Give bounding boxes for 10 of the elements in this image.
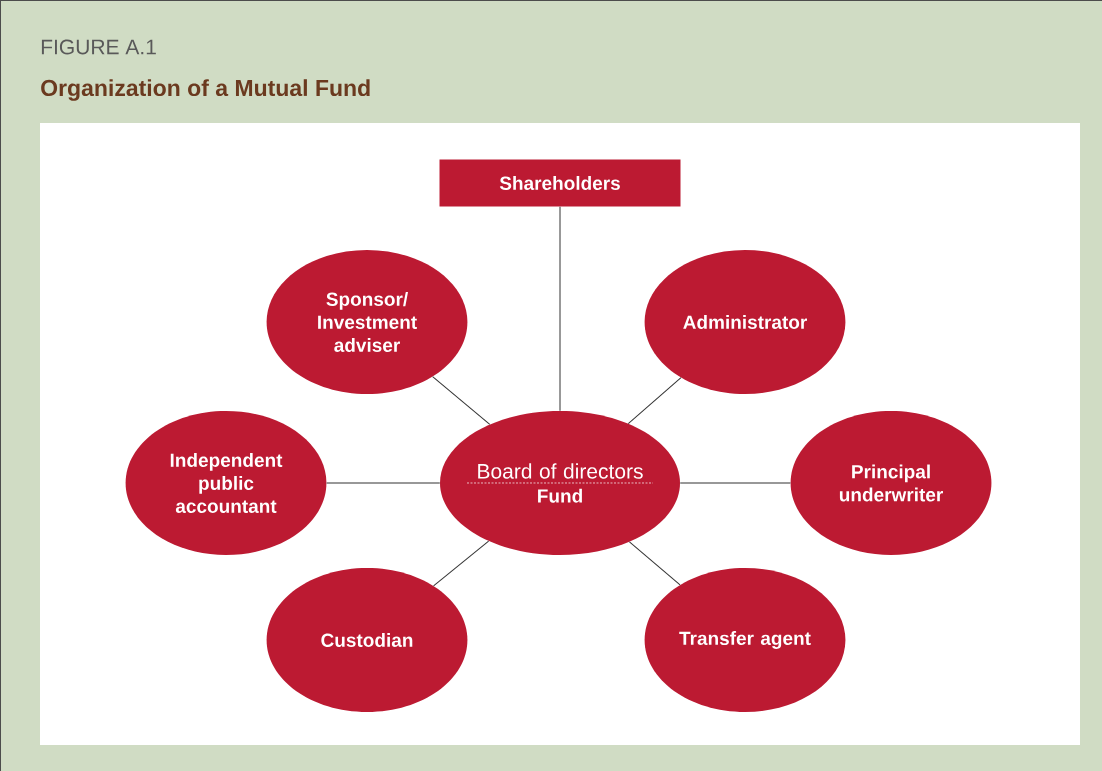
connector-line [559,206,561,412]
title: Organization of a Mutual Fund [41,79,370,101]
connector-line [628,541,681,586]
connector-line [627,377,682,425]
connector-line [326,482,441,484]
figure-number: FIGURE A.1 [41,39,156,55]
connector-line [433,540,490,587]
connector-line [679,482,791,484]
connector-line [432,376,491,425]
label-box: Shareholders [439,159,681,207]
